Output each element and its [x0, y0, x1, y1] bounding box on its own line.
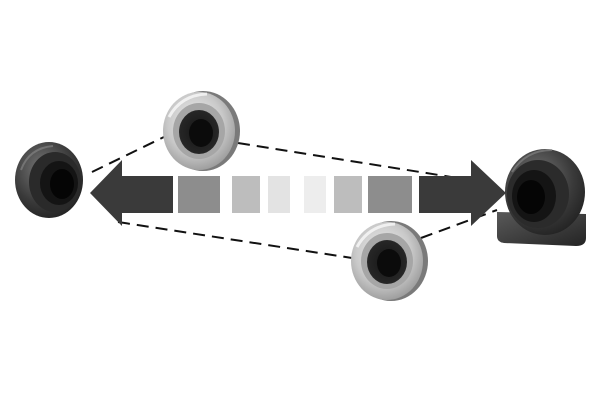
left-dark-bearing-icon [15, 142, 83, 218]
right-arrowhead [471, 160, 506, 226]
right-arrow-shaft [419, 176, 473, 213]
double-arrow [90, 160, 506, 226]
dash-bottom-to-right [420, 209, 498, 239]
gradient-block [334, 176, 362, 213]
left-arrowhead [90, 160, 122, 226]
dash-left-to-top [91, 134, 169, 173]
gradient-block [368, 176, 412, 213]
top-light-bearing-icon [163, 91, 240, 171]
bottom-light-bearing-icon [351, 221, 428, 301]
gradient-block [268, 176, 290, 213]
gradient-block [178, 176, 220, 213]
dash-left-to-bottom [117, 221, 353, 259]
connector-lines [91, 134, 498, 259]
gradient-block [304, 176, 326, 213]
dash-top-to-right [237, 142, 471, 181]
gradient-blocks [178, 176, 412, 213]
right-housed-bearing-icon [497, 149, 586, 246]
gradient-block [232, 176, 260, 213]
left-arrow-shaft [120, 176, 173, 213]
